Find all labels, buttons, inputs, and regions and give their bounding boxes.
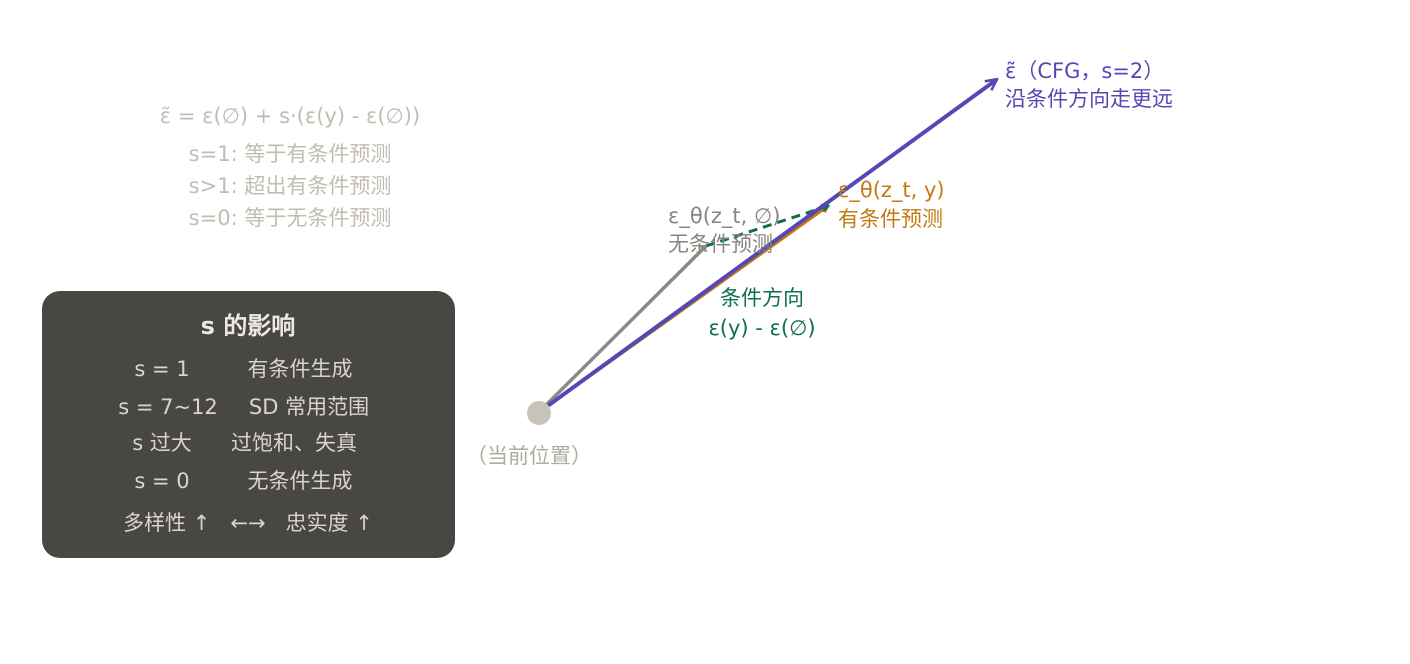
panel-row-key: s = 0	[134, 469, 189, 493]
condition-direction-arrow	[705, 206, 828, 248]
panel-row-key: s = 7~12	[118, 395, 218, 419]
formula-block: ε̃ = ε(∅) + s·(ε(y) - ε(∅)) s=1: 等于有条件预测…	[160, 104, 420, 230]
panel-row-value: 有条件生成	[248, 357, 353, 381]
panel-row-key: s 过大	[132, 431, 192, 455]
cfg-label-formula: ε̃（CFG，s=2）	[1005, 59, 1164, 83]
panel-row-value: 过饱和、失真	[231, 431, 357, 455]
direction-label-text: 条件方向	[720, 286, 804, 310]
unconditional-label-formula: ε_θ(z_t, ∅)	[668, 204, 781, 229]
conditional-label-formula: ε_θ(z_t, y)	[838, 178, 945, 203]
origin-dot	[527, 401, 551, 425]
panel-footer: 多样性 ↑ ←→ 忠实度 ↑	[123, 511, 373, 535]
panel-background	[42, 291, 455, 558]
influence-panel: s 的影响 s = 1 有条件生成 s = 7~12 SD 常用范围 s 过大 …	[42, 291, 455, 558]
panel-row-key: s = 1	[134, 357, 189, 381]
direction-label-formula: ε(y) - ε(∅)	[708, 316, 815, 340]
origin-label: （当前位置）	[466, 444, 592, 468]
cfg-vector-arrow	[536, 80, 996, 415]
formula-line-s0: s=0: 等于无条件预测	[189, 206, 392, 230]
unconditional-label-text: 无条件预测	[668, 232, 773, 256]
cfg-label-text: 沿条件方向走更远	[1005, 87, 1173, 111]
formula-main: ε̃ = ε(∅) + s·(ε(y) - ε(∅))	[160, 104, 420, 128]
conditional-label-text: 有条件预测	[838, 207, 943, 231]
formula-line-s-gt-1: s>1: 超出有条件预测	[189, 174, 392, 198]
panel-title: s 的影响	[201, 312, 296, 340]
panel-row-value: 无条件生成	[248, 469, 353, 493]
unconditional-vector-arrow	[536, 246, 706, 415]
panel-row-value: SD 常用范围	[249, 395, 369, 419]
formula-line-s1: s=1: 等于有条件预测	[189, 142, 392, 166]
